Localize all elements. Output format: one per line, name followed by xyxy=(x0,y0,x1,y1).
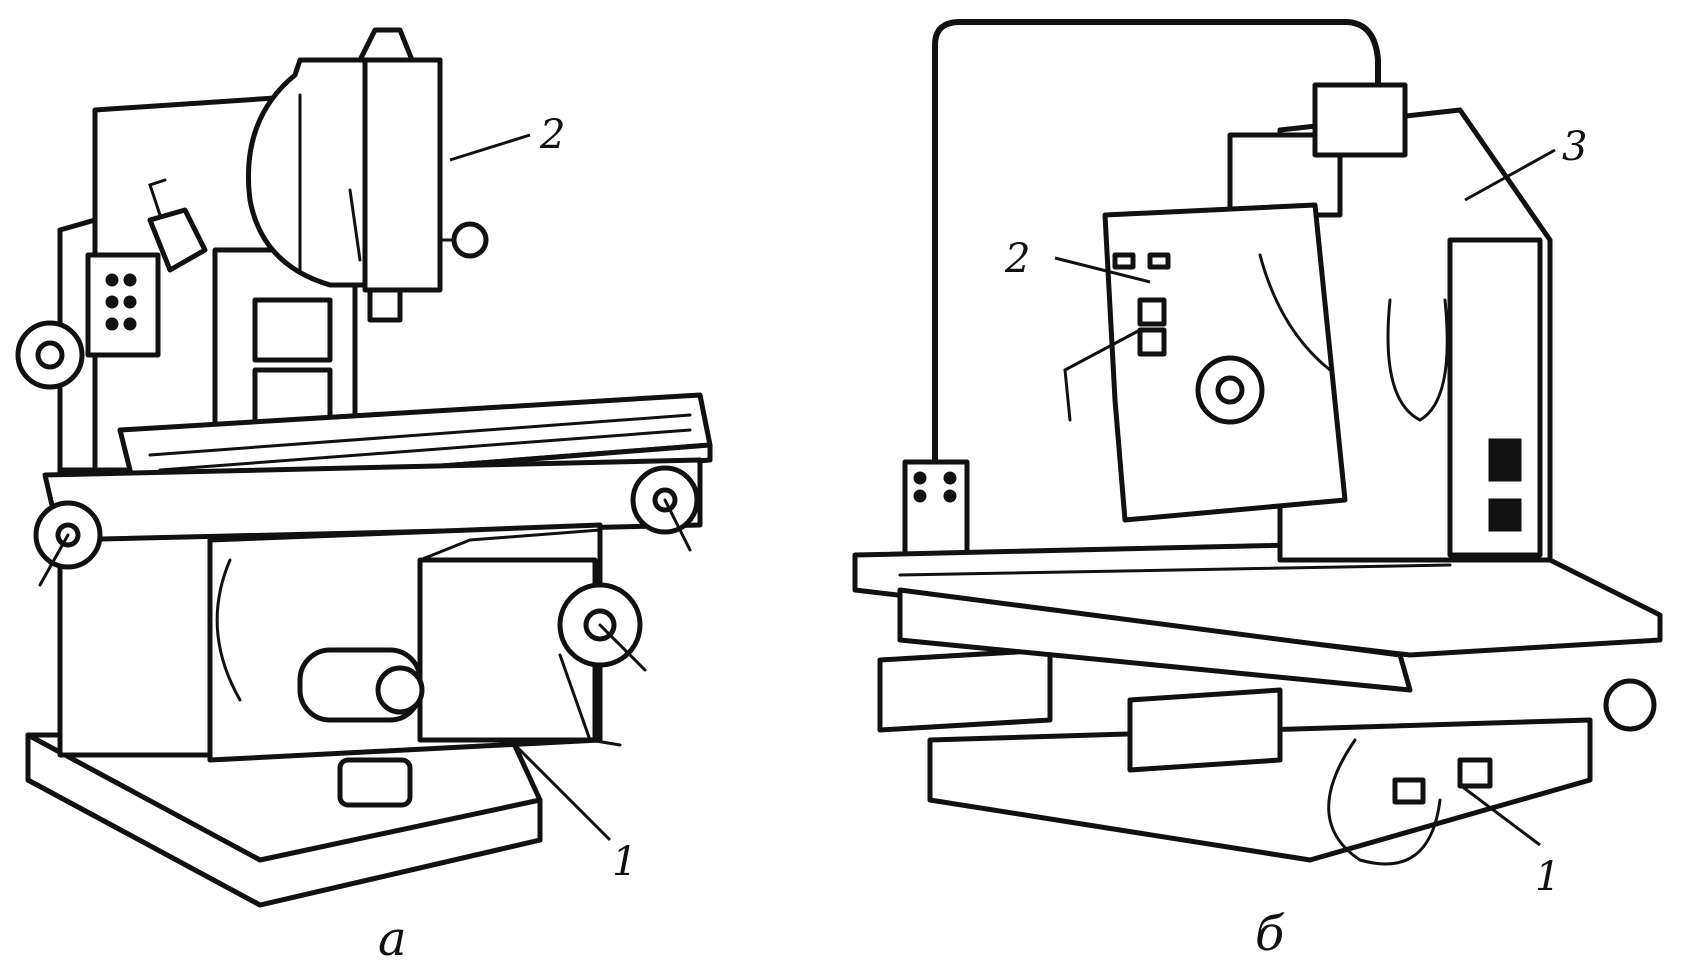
label-b-3: 3 xyxy=(1562,124,1587,170)
caption-a: а xyxy=(378,911,407,967)
label-a-2: 2 xyxy=(539,112,565,158)
label-b-2: 2 xyxy=(1004,236,1030,282)
machine-a-illustration xyxy=(15,27,713,908)
leader-a-2 xyxy=(449,133,531,162)
leader-a-1 xyxy=(508,738,612,842)
leader-b-3 xyxy=(1464,148,1556,202)
leader-b-1 xyxy=(1459,783,1541,847)
caption-b: б xyxy=(1255,906,1285,962)
machine-b-illustration xyxy=(852,19,1663,866)
label-a-1: 1 xyxy=(612,839,637,885)
label-b-1: 1 xyxy=(1535,854,1560,900)
leader-b-2 xyxy=(1054,256,1151,284)
